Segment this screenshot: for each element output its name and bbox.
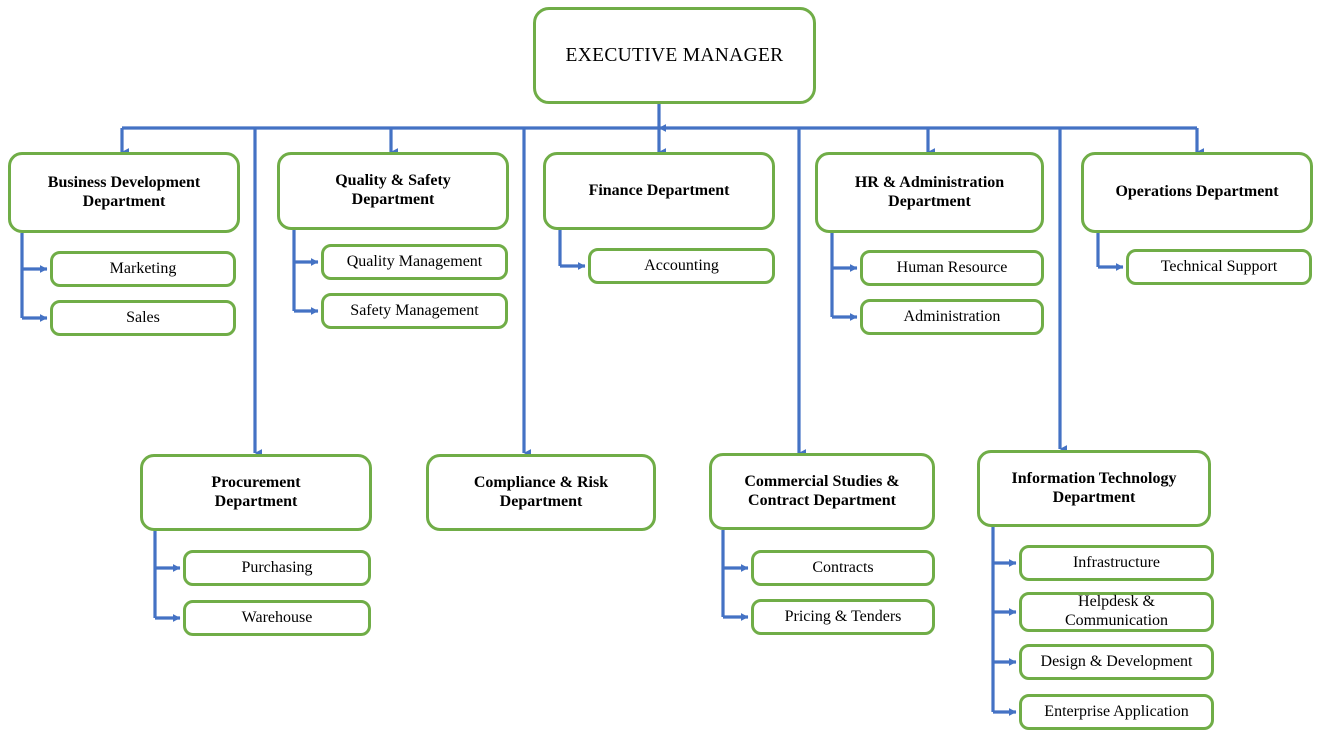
node-label: Helpdesk & Communication [1064, 593, 1169, 629]
node-administration[interactable]: Administration [860, 299, 1044, 335]
node-label: Compliance & Risk Department [473, 473, 609, 510]
node-safety-management[interactable]: Safety Management [321, 293, 508, 329]
node-accounting[interactable]: Accounting [588, 248, 775, 284]
node-enterprise-application[interactable]: Enterprise Application [1019, 694, 1214, 730]
node-label: Operations Department [1115, 183, 1279, 201]
node-contracts[interactable]: Contracts [751, 550, 935, 586]
node-label: Finance Department [588, 181, 730, 199]
node-business-development-department[interactable]: Business Development Department [8, 152, 240, 233]
node-marketing[interactable]: Marketing [50, 251, 236, 287]
node-label: Safety Management [350, 301, 479, 319]
node-technical-support[interactable]: Technical Support [1126, 249, 1312, 285]
node-sales[interactable]: Sales [50, 300, 236, 336]
node-information-technology-department[interactable]: Information Technology Department [977, 450, 1211, 527]
node-infrastructure[interactable]: Infrastructure [1019, 545, 1214, 581]
node-label: Marketing [109, 259, 177, 277]
node-label: Quality Management [346, 252, 483, 270]
node-quality-safety-department[interactable]: Quality & Safety Department [277, 152, 509, 230]
node-label: Quality & Safety Department [335, 172, 451, 208]
node-label: Warehouse [241, 608, 313, 626]
node-label: HR & Administration Department [854, 173, 1005, 210]
node-finance-department[interactable]: Finance Department [543, 152, 775, 230]
node-label: Sales [126, 308, 160, 326]
node-pricing-tenders[interactable]: Pricing & Tenders [751, 599, 935, 635]
node-operations-department[interactable]: Operations Department [1081, 152, 1313, 233]
node-human-resource[interactable]: Human Resource [860, 250, 1044, 286]
node-compliance-risk-department[interactable]: Compliance & Risk Department [426, 454, 656, 531]
node-procurement-department[interactable]: Procurement Department [140, 454, 372, 531]
node-label: Information Technology Department [1011, 469, 1177, 506]
node-label: Business Development Department [47, 173, 201, 210]
node-helpdesk-communication[interactable]: Helpdesk & Communication [1019, 592, 1214, 632]
node-label: Accounting [644, 256, 719, 274]
node-commercial-studies-contract-department[interactable]: Commercial Studies & Contract Department [709, 453, 935, 530]
node-purchasing[interactable]: Purchasing [183, 550, 371, 586]
node-label: Enterprise Application [1044, 702, 1189, 720]
node-label: Pricing & Tenders [784, 607, 902, 625]
node-label: Human Resource [896, 258, 1008, 276]
node-executive-manager[interactable]: EXECUTIVE MANAGER [533, 7, 816, 104]
node-label: Technical Support [1160, 257, 1278, 275]
node-design-development[interactable]: Design & Development [1019, 644, 1214, 680]
node-hr-administration-department[interactable]: HR & Administration Department [815, 152, 1044, 233]
node-label: Procurement Department [211, 473, 301, 510]
node-label: Commercial Studies & Contract Department [744, 472, 900, 509]
node-label: Design & Development [1040, 652, 1193, 670]
node-label: Infrastructure [1072, 553, 1161, 571]
node-warehouse[interactable]: Warehouse [183, 600, 371, 636]
node-label: Purchasing [241, 558, 313, 576]
node-quality-management[interactable]: Quality Management [321, 244, 508, 280]
node-label: EXECUTIVE MANAGER [565, 45, 784, 66]
node-label: Administration [903, 307, 1001, 325]
node-label: Contracts [812, 558, 874, 576]
